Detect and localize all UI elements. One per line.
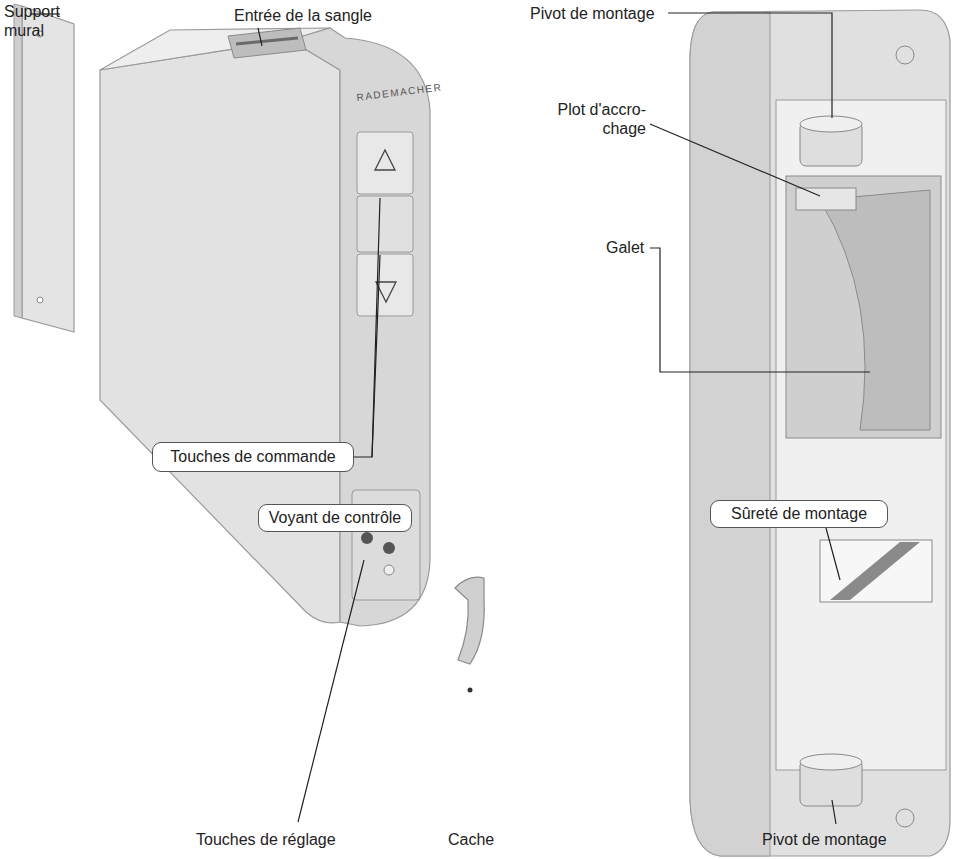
callout-box: Sûreté de montage (710, 500, 888, 528)
part-label: Pivot de montage (530, 4, 670, 23)
setting-button (384, 565, 394, 575)
strap-slot (228, 28, 306, 58)
up-arrow-symbol (375, 150, 395, 170)
device-recess (776, 100, 946, 770)
part-label: Pivot de montage (762, 830, 922, 849)
mounting-pivot-top (800, 754, 862, 770)
callout-box: Voyant de contrôle (258, 504, 412, 532)
roller-opening (786, 176, 941, 438)
setting-button (383, 542, 395, 554)
down-button (357, 254, 413, 316)
setting-button (361, 532, 373, 544)
part-label: Plot d'accro- chage (550, 100, 646, 138)
safety-window (820, 540, 932, 602)
callout-text: Touches de commande (170, 448, 335, 466)
device-top (100, 28, 330, 70)
part-label: Cache (448, 830, 528, 849)
part-label: Galet (606, 238, 666, 257)
callout-box: Touches de commande (152, 442, 354, 472)
hook-stud (796, 188, 856, 210)
wall-bracket (22, 6, 74, 332)
callout-text: Sûreté de montage (731, 505, 867, 523)
device-front (290, 28, 430, 626)
part-label: Support mural (4, 2, 66, 40)
cover-dot (468, 688, 473, 693)
callout-text: Voyant de contrôle (269, 509, 402, 527)
screw-hole (37, 297, 43, 303)
wall-bracket-edge (14, 4, 22, 318)
leader-lines (30, 13, 870, 824)
mounting-pivot-top (800, 116, 862, 132)
screw (896, 46, 914, 64)
safety-stripe (830, 542, 920, 600)
screw (896, 809, 914, 827)
strap-slot-gap (236, 38, 298, 44)
device-back-side (690, 12, 770, 856)
part-label: Touches de réglage (196, 830, 376, 849)
cover-piece (455, 577, 484, 664)
up-button (357, 132, 413, 194)
middle-panel (357, 196, 413, 252)
device-back (690, 10, 950, 856)
roller (820, 190, 930, 430)
part-label: Entrée de la sangle (234, 6, 414, 25)
device-side (100, 40, 340, 623)
